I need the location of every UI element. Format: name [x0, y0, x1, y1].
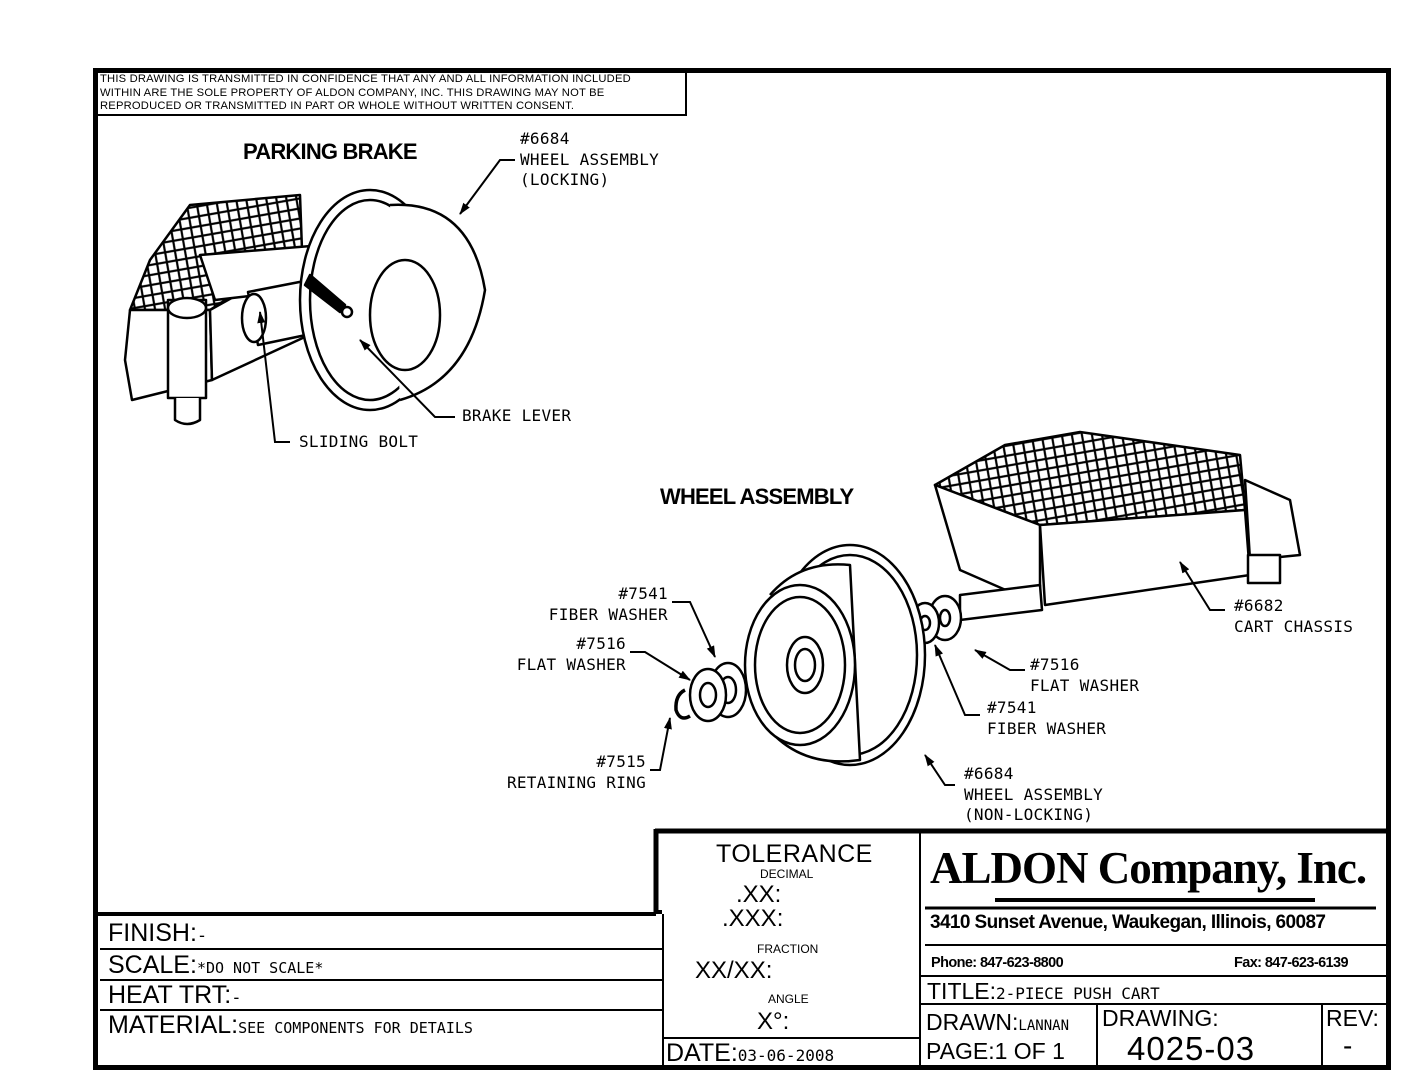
- confidentiality-box: [96, 71, 687, 116]
- fraction-value: XX/XX:: [695, 957, 773, 984]
- confidentiality-notice: THIS DRAWING IS TRANSMITTED IN CONFIDENC…: [100, 73, 685, 114]
- decimal-label: DECIMAL: [760, 867, 814, 881]
- callout-part-number: #7541: [987, 698, 1037, 717]
- locking-wheel-callout: #6684 WHEEL ASSEMBLY (LOCKING): [520, 129, 659, 191]
- drawn-label: DRAWN:: [926, 1009, 1019, 1035]
- heat-treatment-value: -: [231, 988, 242, 1008]
- callout-part-name: FIBER WASHER: [548, 604, 668, 624]
- company-name: ALDON Company, Inc.: [930, 843, 1367, 893]
- flat-washer-right-callout: #7516 FLAT WASHER: [1030, 655, 1139, 696]
- fraction-label: FRACTION: [757, 942, 819, 956]
- confidentiality-line: THIS DRAWING IS TRANSMITTED IN CONFIDENC…: [100, 73, 631, 85]
- callout-part-number: #7516: [1030, 655, 1080, 674]
- fiber-washer-right-callout: #7541 FIBER WASHER: [987, 698, 1106, 739]
- title-block-rules: [97, 828, 1390, 1070]
- finish-value: -: [196, 926, 208, 946]
- company-tagline-mark: [995, 898, 1315, 902]
- page-value: 1 OF 1: [994, 1038, 1065, 1064]
- callout-part-name: RETAINING RING: [506, 772, 646, 792]
- date-label: DATE:: [666, 1039, 738, 1067]
- finish-label: FINISH:: [108, 919, 197, 947]
- title-label: TITLE:: [927, 978, 997, 1004]
- callout-part-note: (NON-LOCKING): [964, 805, 1094, 824]
- drawn-value: LANNAN: [1018, 1018, 1069, 1034]
- callout-part-number: #6684: [520, 129, 570, 148]
- heat-treatment-row: HEAT TRT:-: [108, 983, 241, 1008]
- parking-brake-leaders: [257, 159, 515, 443]
- parking-brake-heading: PARKING BRAKE: [243, 139, 418, 164]
- date-row: DATE:03-06-2008: [666, 1041, 834, 1066]
- wheel-assembly-heading: WHEEL ASSEMBLY: [660, 484, 854, 509]
- decimal-xx: .XX:: [736, 881, 782, 908]
- page-label: PAGE:: [926, 1038, 995, 1064]
- cart-chassis-callout: #6682 CART CHASSIS: [1234, 596, 1353, 637]
- drawing-number: 4025-03: [1127, 1030, 1256, 1067]
- company-address: 3410 Sunset Avenue, Waukegan, Illinois, …: [930, 912, 1326, 933]
- drawing-label: DRAWING:: [1102, 1005, 1219, 1031]
- rev-value: -: [1343, 1030, 1353, 1061]
- callout-part-number: #7541: [618, 584, 668, 603]
- drawing-border: [93, 68, 1391, 1070]
- material-label: MATERIAL:: [108, 1011, 239, 1039]
- angle-label: ANGLE: [768, 992, 809, 1006]
- flat-washer-left-callout: #7516 FLAT WASHER: [480, 634, 626, 675]
- callout-part-name: CART CHASSIS: [1234, 616, 1354, 636]
- angle-value: X°:: [757, 1008, 790, 1035]
- confidentiality-line: WITHIN ARE THE SOLE PROPERTY OF ALDON CO…: [100, 86, 605, 99]
- callout-part-name: WHEEL ASSEMBLY: [964, 784, 1104, 804]
- non-locking-wheel-callout: #6684 WHEEL ASSEMBLY (NON-LOCKING): [964, 764, 1103, 826]
- rev-label: REV:: [1326, 1005, 1379, 1031]
- finish-row: FINISH:-: [108, 921, 207, 946]
- callout-part-note: (LOCKING): [520, 170, 610, 189]
- sliding-bolt-callout: SLIDING BOLT: [299, 432, 419, 451]
- heat-treatment-label: HEAT TRT:: [108, 981, 232, 1009]
- callout-part-name: WHEEL ASSEMBLY: [520, 149, 660, 169]
- fiber-washer-left-callout: #7541 FIBER WASHER: [520, 584, 668, 625]
- company-fax: Fax: 847-623-6139: [1234, 955, 1349, 971]
- brake-lever-callout: BRAKE LEVER: [462, 406, 572, 425]
- tolerance-title: TOLERANCE: [716, 840, 873, 868]
- callout-part-number: #7516: [576, 634, 626, 653]
- company-phone: Phone: 847-623-8800: [931, 955, 1064, 971]
- title-value: 2-PIECE PUSH CART: [996, 984, 1160, 1003]
- callout-part-number: #6684: [964, 764, 1014, 783]
- wheel-assembly-leaders: [630, 561, 1225, 786]
- wheel-assembly-illustration: [674, 430, 1302, 767]
- scale-label: SCALE:: [108, 951, 197, 979]
- retaining-ring-callout: #7515 RETAINING RING: [490, 752, 646, 793]
- material-row: MATERIAL:SEE COMPONENTS FOR DETAILS: [108, 1013, 473, 1038]
- drawn-row: DRAWN:LANNAN: [926, 1011, 1069, 1034]
- confidentiality-line: REPRODUCED OR TRANSMITTED IN PART OR WHO…: [100, 100, 575, 112]
- material-value: SEE COMPONENTS FOR DETAILS: [238, 1019, 473, 1037]
- page-row: PAGE:1 OF 1: [926, 1040, 1065, 1063]
- callout-part-name: FLAT WASHER: [1030, 675, 1140, 695]
- date-value: 03-06-2008: [737, 1046, 835, 1065]
- scale-value: *DO NOT SCALE*: [196, 959, 324, 977]
- scale-row: SCALE:*DO NOT SCALE*: [108, 953, 323, 978]
- callout-part-name: FIBER WASHER: [987, 718, 1107, 738]
- title-row: TITLE:2-PIECE PUSH CART: [927, 980, 1160, 1003]
- callout-part-name: FLAT WASHER: [516, 654, 626, 674]
- callout-part-number: #7515: [596, 752, 646, 771]
- callout-part-number: #6682: [1234, 596, 1284, 615]
- decimal-xxx: .XXX:: [722, 905, 784, 932]
- parking-brake-illustration: [123, 188, 487, 426]
